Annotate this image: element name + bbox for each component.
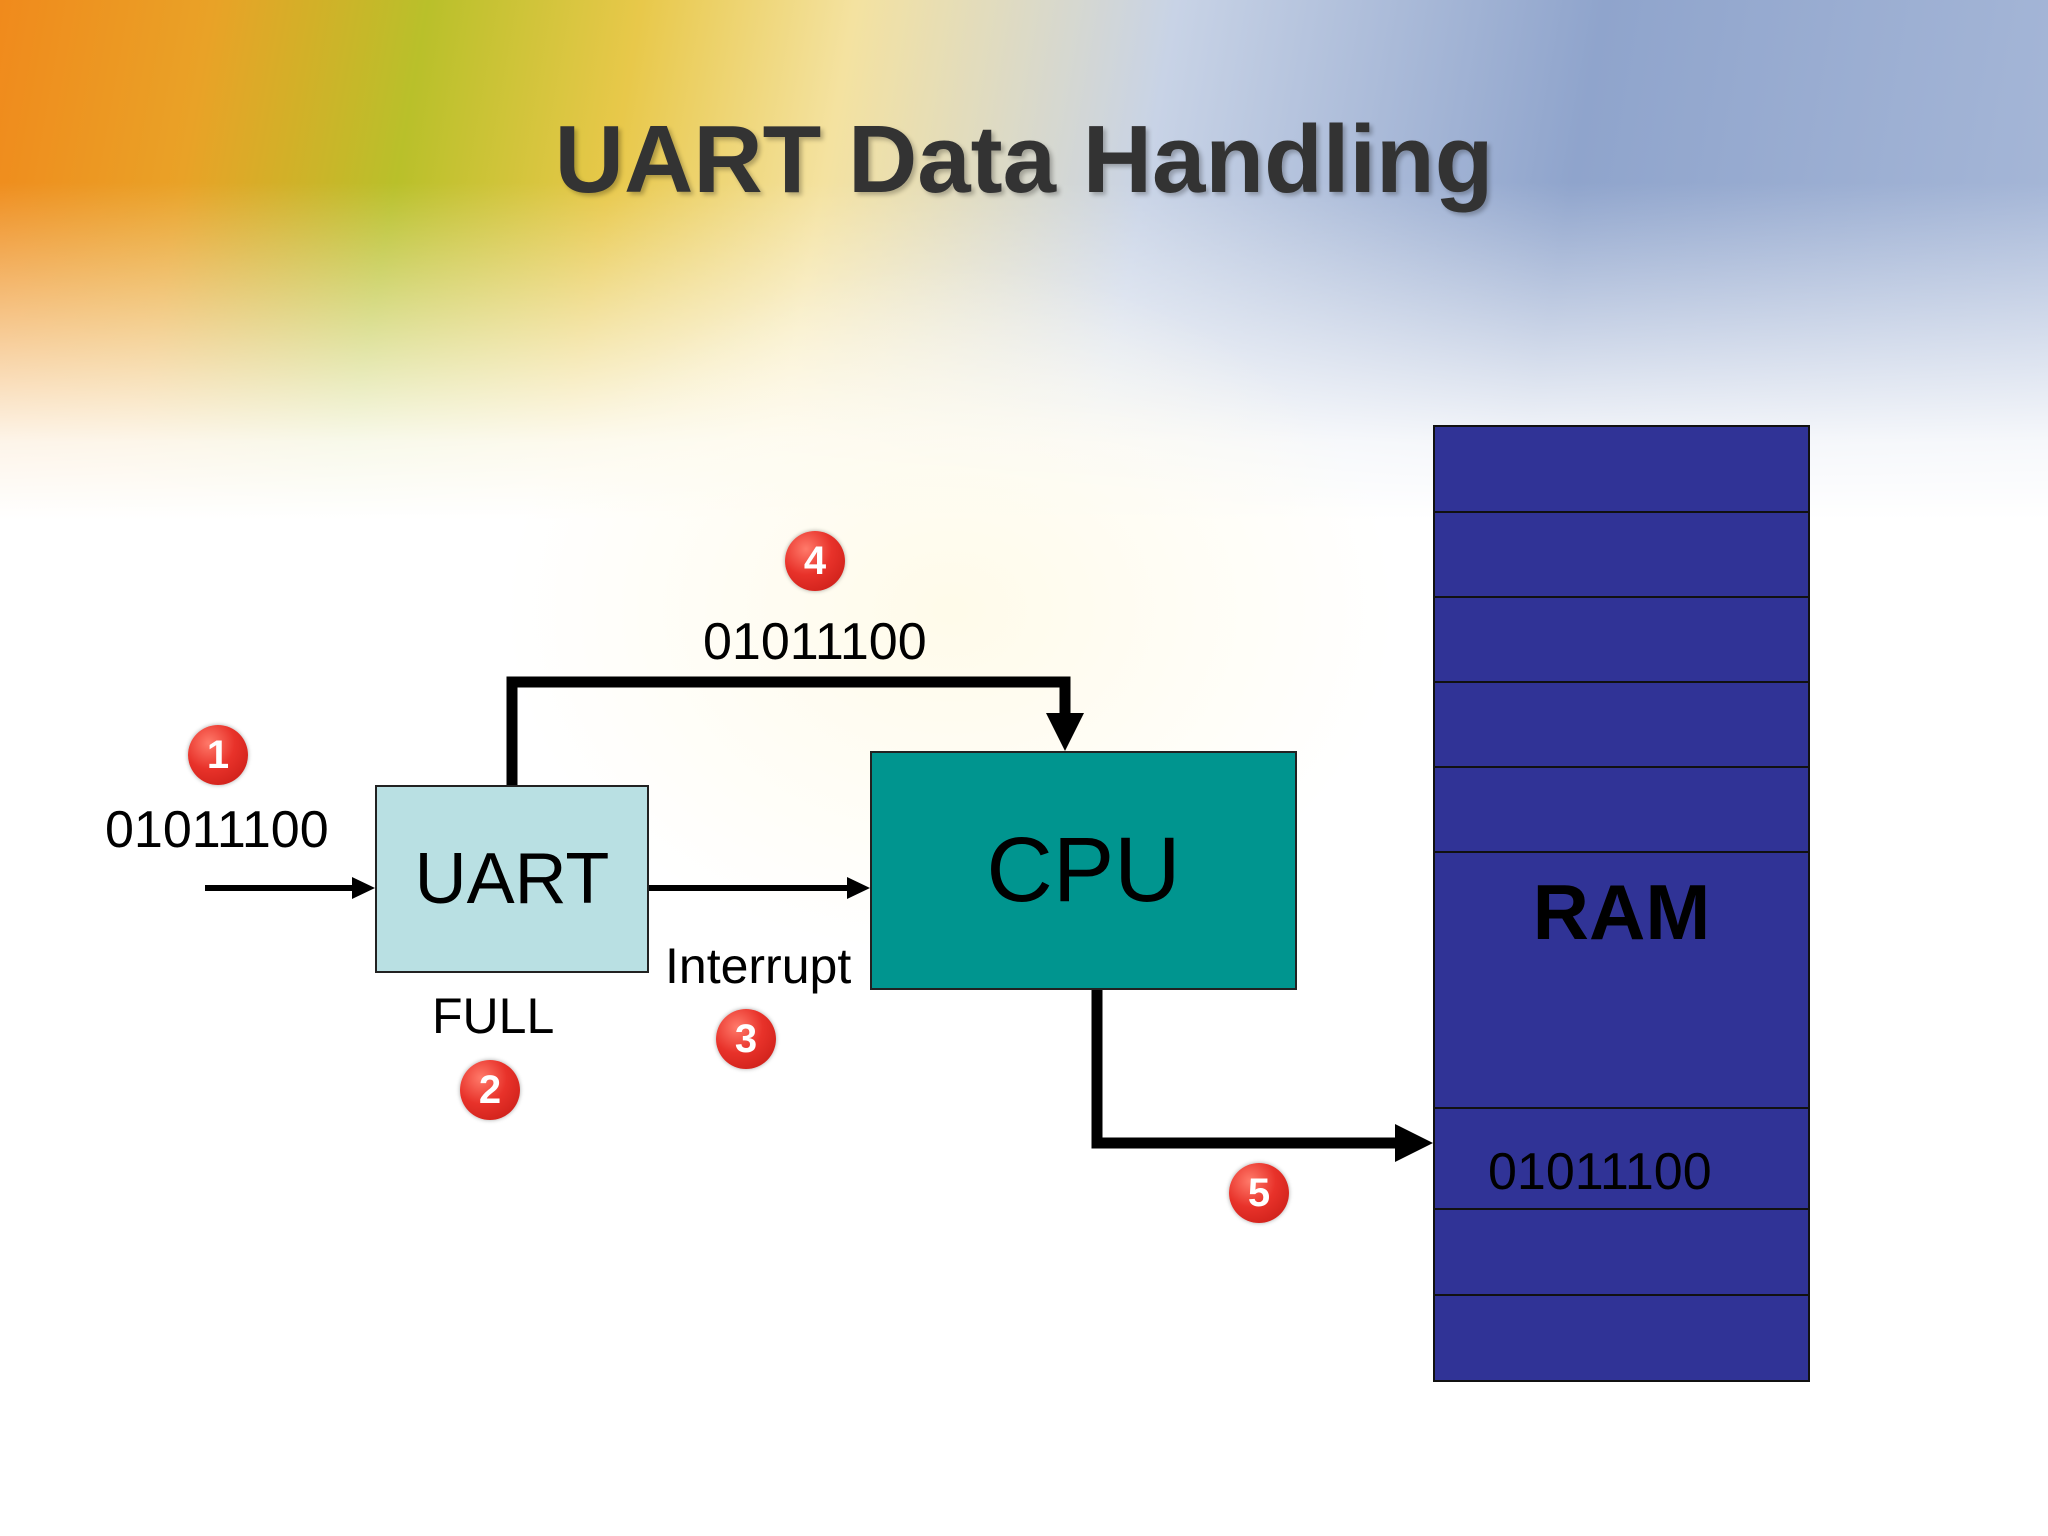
cpu-block: CPU [870,751,1297,990]
ram-cell [1435,513,1808,598]
input-arrowhead [352,877,375,899]
ram-label: RAM [1532,868,1711,956]
data-bus-path [506,676,1071,785]
input-bits-label: 01011100 [105,801,329,859]
ram-cell [1435,1210,1808,1296]
step-badge-2: 2 [460,1060,520,1120]
step-badge-5: 5 [1229,1163,1289,1223]
cpu-to-ram-path [1091,990,1398,1149]
bus-bits-label: 01011100 [703,613,927,671]
cpu-to-ram-arrowhead [1395,1124,1433,1162]
uart-status-label: FULL [432,988,555,1044]
cpu-block-label: CPU [986,819,1181,921]
ram-cell-large [1435,853,1808,1109]
ram-cell [1435,427,1808,513]
ram-stored-bits: 01011100 [1488,1143,1712,1201]
step-badge-4: 4 [785,531,845,591]
data-bus-arrowhead [1046,713,1084,751]
uart-block-label: UART [414,839,610,919]
ram-cell [1435,683,1808,768]
ram-cell [1435,598,1808,683]
uart-block: UART [375,785,649,973]
step-badge-3: 3 [716,1009,776,1069]
interrupt-arrowhead [847,877,870,899]
ram-block: RAM 01011100 [1433,425,1810,1382]
ram-cell [1435,768,1808,853]
ram-cell-stored [1435,1109,1808,1210]
interrupt-label: Interrupt [665,938,852,994]
step-badge-1: 1 [188,725,248,785]
slide-title: UART Data Handling [554,106,1494,213]
